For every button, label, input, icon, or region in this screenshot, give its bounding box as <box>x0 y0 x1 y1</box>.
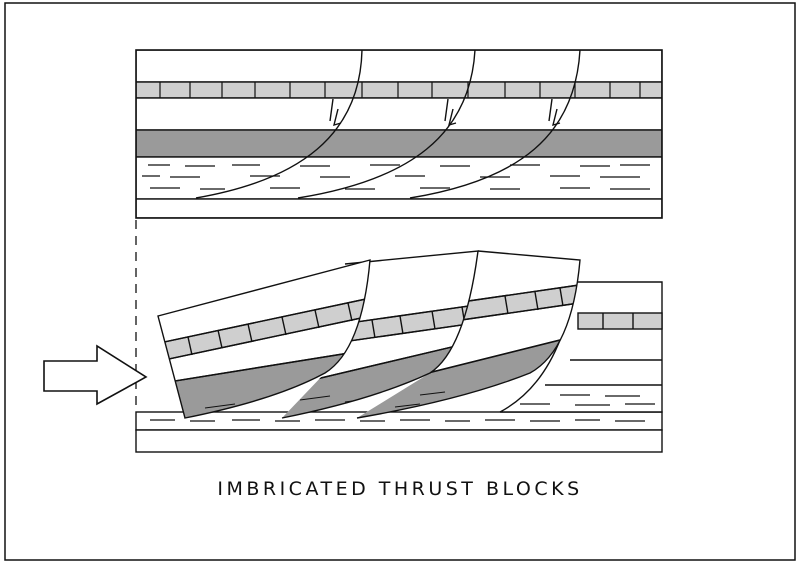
top-limestone-joints <box>159 82 641 98</box>
top-strata-outline <box>135 49 663 219</box>
top-dark-layer <box>136 129 662 158</box>
right-arrow-icon <box>43 344 148 406</box>
basal-strata <box>135 411 663 453</box>
figure-border <box>4 2 796 561</box>
planned-fault-traces <box>195 50 581 199</box>
figure-caption: IMBRICATED THRUST BLOCKS <box>217 478 583 500</box>
top-upper-white-layer <box>136 50 662 83</box>
top-white-layer <box>136 97 662 131</box>
top-shale-dashes <box>142 164 650 190</box>
top-base-layer <box>136 198 662 218</box>
top-limestone-layer <box>136 81 662 99</box>
foreland-strata <box>499 281 663 413</box>
fault-shear-symbol-icon <box>329 98 561 127</box>
undeformed-strata <box>136 50 662 218</box>
top-shale-layer <box>136 156 662 200</box>
